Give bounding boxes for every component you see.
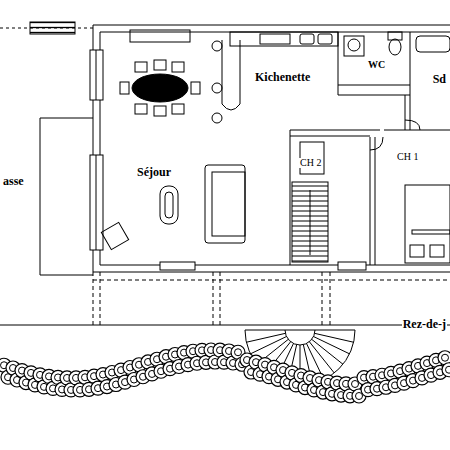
kitchen-island: [222, 40, 240, 110]
room-label: Sd: [432, 73, 447, 85]
stair-step: [250, 337, 286, 354]
stair-step: [312, 339, 343, 364]
kitchen-counter: [230, 32, 338, 46]
plant: [212, 41, 222, 51]
hedge-shrub: [352, 380, 359, 387]
room-label: CH 2: [299, 158, 322, 168]
room-label: asse: [2, 175, 25, 187]
sink: [300, 34, 314, 44]
door: [370, 137, 383, 150]
walls: [0, 22, 450, 403]
plant: [212, 83, 222, 93]
room-label: WC: [367, 60, 386, 70]
window: [90, 155, 103, 250]
hedge-shrub: [442, 363, 450, 377]
room-label: Rez-de-j: [402, 318, 447, 330]
bottom-wall: [93, 265, 450, 272]
armchair: [101, 222, 128, 249]
bed: [405, 185, 450, 263]
bathtub: [416, 36, 450, 52]
hedge-shrub: [356, 392, 363, 399]
hedge: [0, 343, 450, 403]
window: [90, 50, 103, 100]
sideboard: [130, 30, 190, 42]
window: [160, 262, 195, 270]
dining-table: [132, 74, 188, 102]
door: [405, 120, 420, 130]
sink: [318, 34, 332, 44]
stair-step: [315, 333, 354, 342]
sofa: [205, 165, 245, 243]
hob: [260, 34, 290, 44]
overhang-line: [93, 280, 450, 281]
coffee-table: [160, 186, 178, 224]
boundary-line: [0, 28, 95, 29]
chairs: [120, 60, 200, 116]
top-wall: [93, 25, 450, 32]
terrace-line: [0, 325, 450, 326]
room-label: CH 1: [396, 152, 419, 162]
interior-walls: [290, 130, 450, 265]
hedge-shrub: [442, 354, 449, 361]
hedge-shrub: [235, 349, 242, 356]
hedge-shrub: [446, 366, 450, 373]
stairs: [292, 182, 328, 262]
room-label: Séjour: [136, 166, 172, 178]
washbasin: [344, 36, 364, 56]
bathroom-walls: [338, 32, 410, 130]
stair-step: [246, 333, 285, 342]
terrace-edge: [40, 118, 93, 275]
room-label: Kichenette: [254, 71, 311, 83]
window: [338, 262, 366, 270]
closet: [300, 142, 324, 174]
plant: [212, 113, 222, 123]
